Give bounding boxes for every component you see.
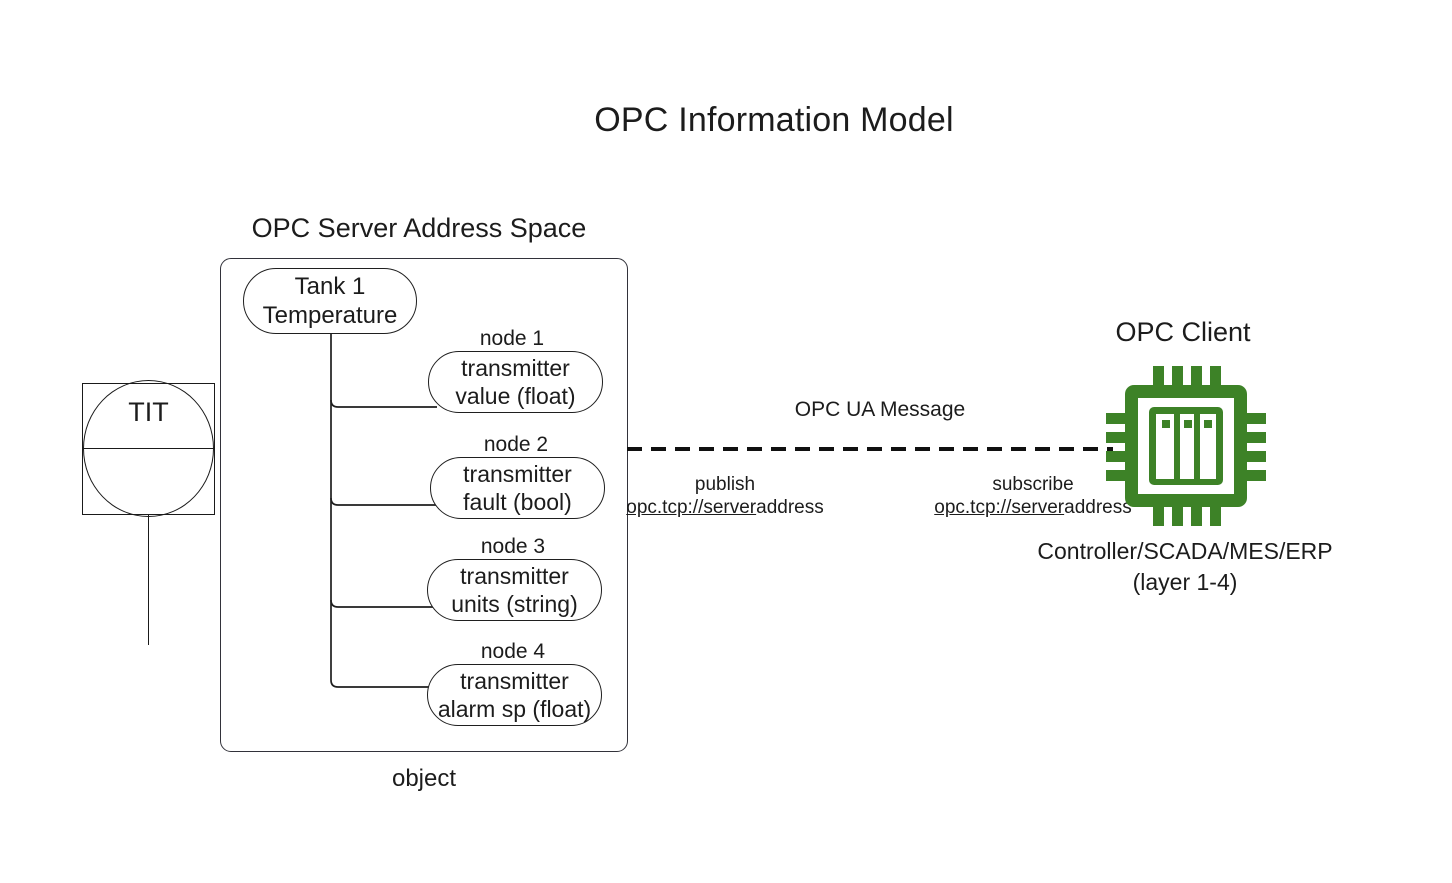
- node-1-label: node 1: [475, 327, 549, 351]
- node-1-line1: transmitter: [461, 354, 570, 381]
- publish-url-scheme: opc.tcp://server: [626, 497, 757, 519]
- node-1-line2: value (float): [455, 383, 576, 409]
- opc-client-caption: OPC Client: [1115, 317, 1251, 347]
- opc-ua-dashed-link: [627, 447, 1113, 451]
- cpu-chip-icon: [1106, 366, 1266, 526]
- node-2-line1: transmitter: [463, 460, 572, 487]
- node-3-line2: units (string): [451, 591, 578, 617]
- address-space-container: [220, 258, 628, 752]
- node-4-label: node 4: [476, 640, 550, 664]
- node-3-label: node 3: [476, 535, 550, 559]
- subscribe-verb: subscribe: [992, 474, 1074, 495]
- publish-url: opc.tcp://serveraddress: [626, 496, 824, 519]
- node-1-variable[interactable]: transmitter value (float): [428, 351, 603, 413]
- instrument-tag-label: TIT: [128, 397, 169, 427]
- node-4-line2: alarm sp (float): [437, 696, 592, 722]
- node-2-variable[interactable]: transmitter fault (bool): [430, 457, 605, 519]
- client-sub-caption-line1: Controller/SCADA/MES/ERP: [1037, 538, 1333, 564]
- publish-endpoint: publish opc.tcp://serveraddress: [626, 473, 824, 519]
- tank-node-line2: Temperature: [262, 302, 398, 329]
- subscribe-url: opc.tcp://serveraddress: [934, 496, 1132, 519]
- client-sub-caption-line2: (layer 1-4): [1132, 569, 1238, 596]
- client-sub-caption: Controller/SCADA/MES/ERP (layer 1-4): [1037, 536, 1332, 598]
- subscribe-url-scheme: opc.tcp://server: [934, 497, 1065, 519]
- page-title: OPC Information Model: [594, 101, 954, 139]
- opc-ua-message-label: OPC UA Message: [794, 398, 966, 421]
- node-4-variable[interactable]: transmitter alarm sp (float): [427, 664, 602, 726]
- instrument-divider: [82, 448, 215, 449]
- subscribe-endpoint: subscribe opc.tcp://serveraddress: [934, 473, 1132, 519]
- node-tank1-temperature[interactable]: Tank 1 Temperature: [243, 268, 417, 334]
- node-3-variable[interactable]: transmitter units (string): [427, 559, 602, 621]
- node-3-line1: transmitter: [460, 562, 569, 589]
- server-address-space-caption: OPC Server Address Space: [251, 213, 587, 243]
- subscribe-url-suffix: address: [1064, 497, 1132, 519]
- publish-url-suffix: address: [756, 497, 824, 519]
- node-2-label: node 2: [479, 433, 553, 457]
- node-2-line2: fault (bool): [463, 489, 572, 515]
- instrument-process-stem: [148, 515, 149, 645]
- node-4-line1: transmitter: [460, 667, 569, 694]
- instrument-tit-symbol: TIT: [82, 380, 215, 517]
- object-caption: object: [391, 765, 457, 792]
- publish-verb: publish: [694, 474, 756, 495]
- tank-node-line1: Tank 1: [294, 272, 366, 300]
